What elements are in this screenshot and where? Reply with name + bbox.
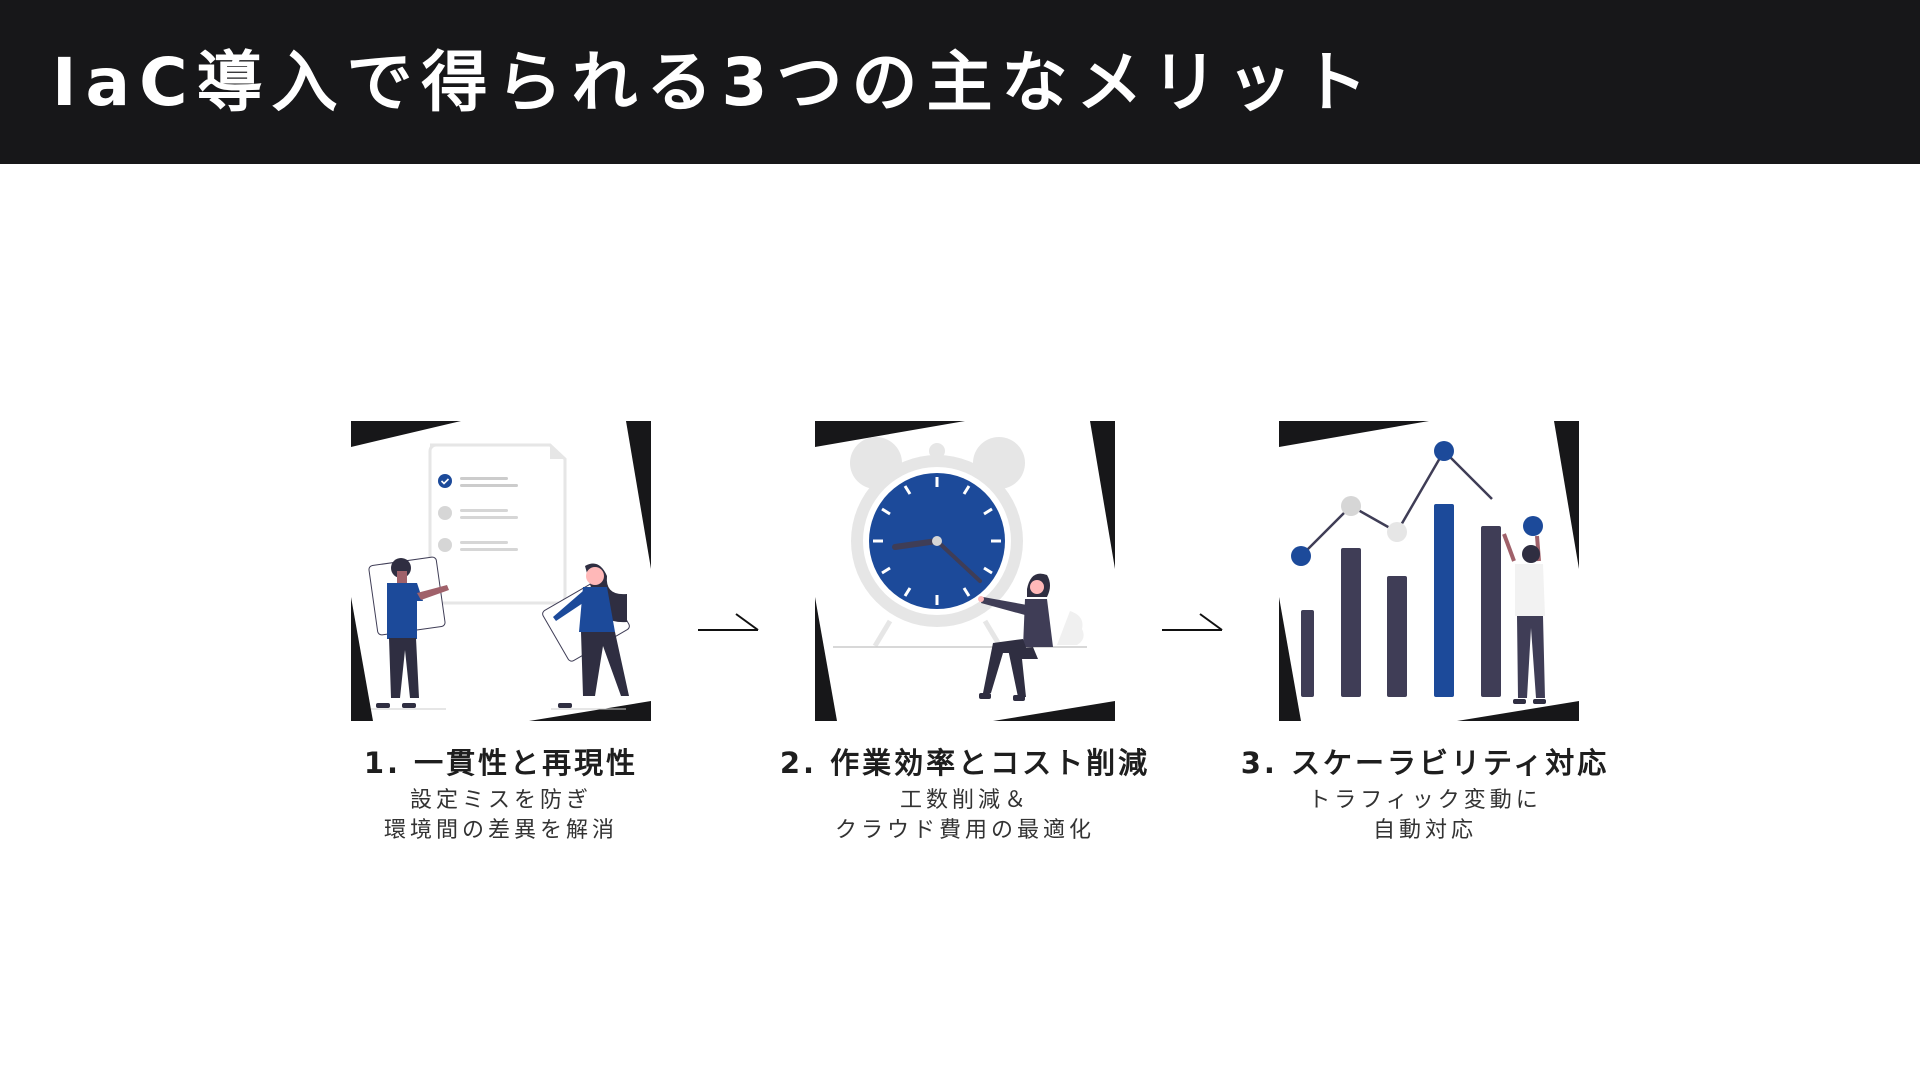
card-title: 3. スケーラビリティ対応 [1240,746,1610,780]
card-frame-icon [815,421,1115,721]
card-efficiency [815,421,1115,721]
card-frame-icon [351,421,651,721]
page-title: IaC導入で得られる3つの主なメリット [52,44,1377,121]
arrow-right-icon [1162,613,1223,631]
arrow-right-icon [698,613,759,631]
caption-efficiency: 2. 作業効率とコスト削減 工数削減＆ クラウド費用の最適化 [745,740,1185,846]
checklist-collaboration-illustration [368,443,630,710]
growth-bar-chart-illustration [1291,441,1546,704]
alarm-clock-time-saving-illustration [833,437,1087,701]
caption-scalability: 3. スケーラビリティ対応 トラフィック変動に 自動対応 [1205,740,1645,846]
header-bar: IaC導入で得られる3つの主なメリット [0,0,1920,164]
card-frame-icon [1279,421,1579,721]
card-description-line: クラウド費用の最適化 [834,818,1095,843]
card-scalability [1279,421,1579,721]
card-consistency [351,421,651,721]
card-description-line: 環境間の差異を解消 [383,818,618,843]
card-description-line: 自動対応 [1372,818,1477,843]
card-description-line: 設定ミスを防ぎ [409,788,592,813]
card-description-line: 工数削減＆ [899,788,1030,813]
card-title: 2. 作業効率とコスト削減 [779,746,1151,780]
card-title: 1. 一貫性と再現性 [363,746,639,780]
card-description-line: トラフィック変動に [1308,788,1542,813]
caption-consistency: 1. 一貫性と再現性 設定ミスを防ぎ 環境間の差異を解消 [281,740,721,846]
